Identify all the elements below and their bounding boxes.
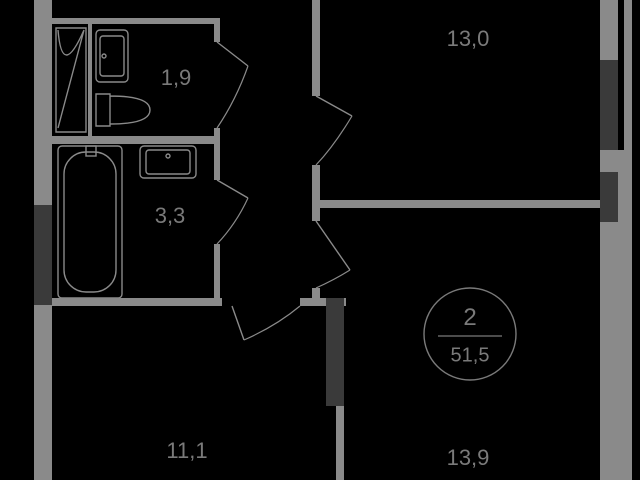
wall-right-window-gap-bottom [632,0,640,480]
wall-right-window-top [600,60,618,150]
fixtures [55,27,197,299]
wall-left-window [34,205,52,305]
wall-wet-right-c [214,244,220,302]
apartment-total-area: 51,5 [450,344,490,367]
wall-top-wet [52,18,218,24]
wall-center-dark-column [326,298,344,406]
apartment-rooms-count: 2 [463,304,477,331]
wall-wet-bottom [52,298,222,306]
room-area-top-right: 13,0 [446,26,490,51]
wall-right-window-mid [600,172,618,222]
bathtub-icon [57,145,123,299]
wall-wet-right-b [214,128,220,180]
bathtub-inner [63,151,117,293]
door-bathroom[interactable] [216,179,249,245]
wall-center-mid [312,165,320,221]
door-room-top-right[interactable] [315,95,353,166]
room-area-toilet: 1,9 [160,65,192,90]
wall-toilet-left [88,24,92,136]
toilet-sink-tap [101,53,107,59]
wall-center-bottom [336,406,344,480]
doors [216,41,353,341]
toilet-sink-basin [99,35,125,77]
wall-room-divider [318,200,602,208]
room-area-bathroom: 3,3 [154,203,186,228]
wall-center-bottom-cap [300,298,346,306]
door-room-bottom-right[interactable] [315,220,351,289]
wall-wet-divider [52,136,218,144]
bathtub-tap-icon [85,145,97,157]
wall-wet-right-a [214,18,220,42]
shower-cabin-icon [55,27,87,133]
wall-center-lower [312,288,320,306]
walls [34,0,640,480]
apartment-badge-circle [423,287,517,381]
bathroom-sink-tap [165,153,171,159]
room-area-bottom-right: 13,9 [446,445,490,470]
door-room-bottom-left[interactable] [231,305,301,341]
bathroom-sink-basin [145,149,191,175]
room-area-bottom-left: 11,1 [166,438,208,463]
wall-center-upper [312,0,320,96]
toilet-bowl-icon [95,93,151,127]
bathroom-sink-icon [139,145,197,179]
toilet-sink-icon [95,29,129,83]
door-toilet[interactable] [216,41,249,129]
wall-right-window-gap-top [618,0,624,150]
